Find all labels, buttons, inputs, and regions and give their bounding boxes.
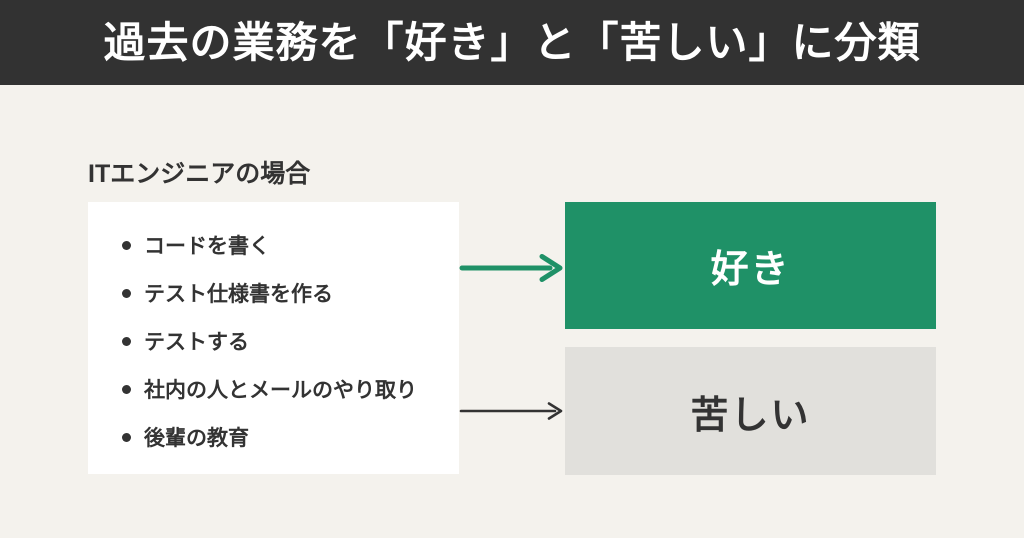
bullet-icon [122, 336, 131, 346]
example-caption: ITエンジニアの場合 [88, 160, 311, 188]
painful-label: 苦しい [690, 394, 811, 437]
bullet-icon [122, 432, 131, 442]
list-item: コードを書く [88, 234, 459, 258]
list-item-label: テスト仕様書を作る [144, 283, 333, 306]
list-item: テストする [88, 330, 459, 354]
list-item: テスト仕様書を作る [88, 282, 459, 306]
list-item-label: コードを書く [144, 235, 270, 258]
painful-box: 苦しい [565, 347, 936, 475]
page-title: 過去の業務を「好き」と「苦しい」に分類 [103, 18, 921, 66]
arrow-to-painful-head [547, 402, 563, 420]
arrow-to-like-icon [459, 254, 563, 282]
bullet-icon [122, 288, 131, 298]
list-item: 後輩の教育 [88, 426, 459, 450]
list-item: 社内の人とメールのやり取り [88, 378, 459, 402]
like-box: 好き [565, 202, 936, 329]
bullet-icon [122, 240, 131, 250]
bullet-icon [122, 384, 131, 394]
arrow-to-like-head [539, 254, 563, 282]
list-item-label: テストする [144, 331, 249, 354]
arrow-to-painful-icon [459, 402, 563, 420]
title-bar: 過去の業務を「好き」と「苦しい」に分類 [0, 0, 1024, 85]
task-list-card: コードを書く テスト仕様書を作る テストする 社内の人とメールのやり取り 後輩の… [88, 202, 459, 474]
list-item-label: 後輩の教育 [144, 427, 249, 450]
like-label: 好き [710, 249, 791, 291]
list-item-label: 社内の人とメールのやり取り [144, 379, 417, 402]
task-list: コードを書く テスト仕様書を作る テストする 社内の人とメールのやり取り 後輩の… [88, 202, 459, 450]
